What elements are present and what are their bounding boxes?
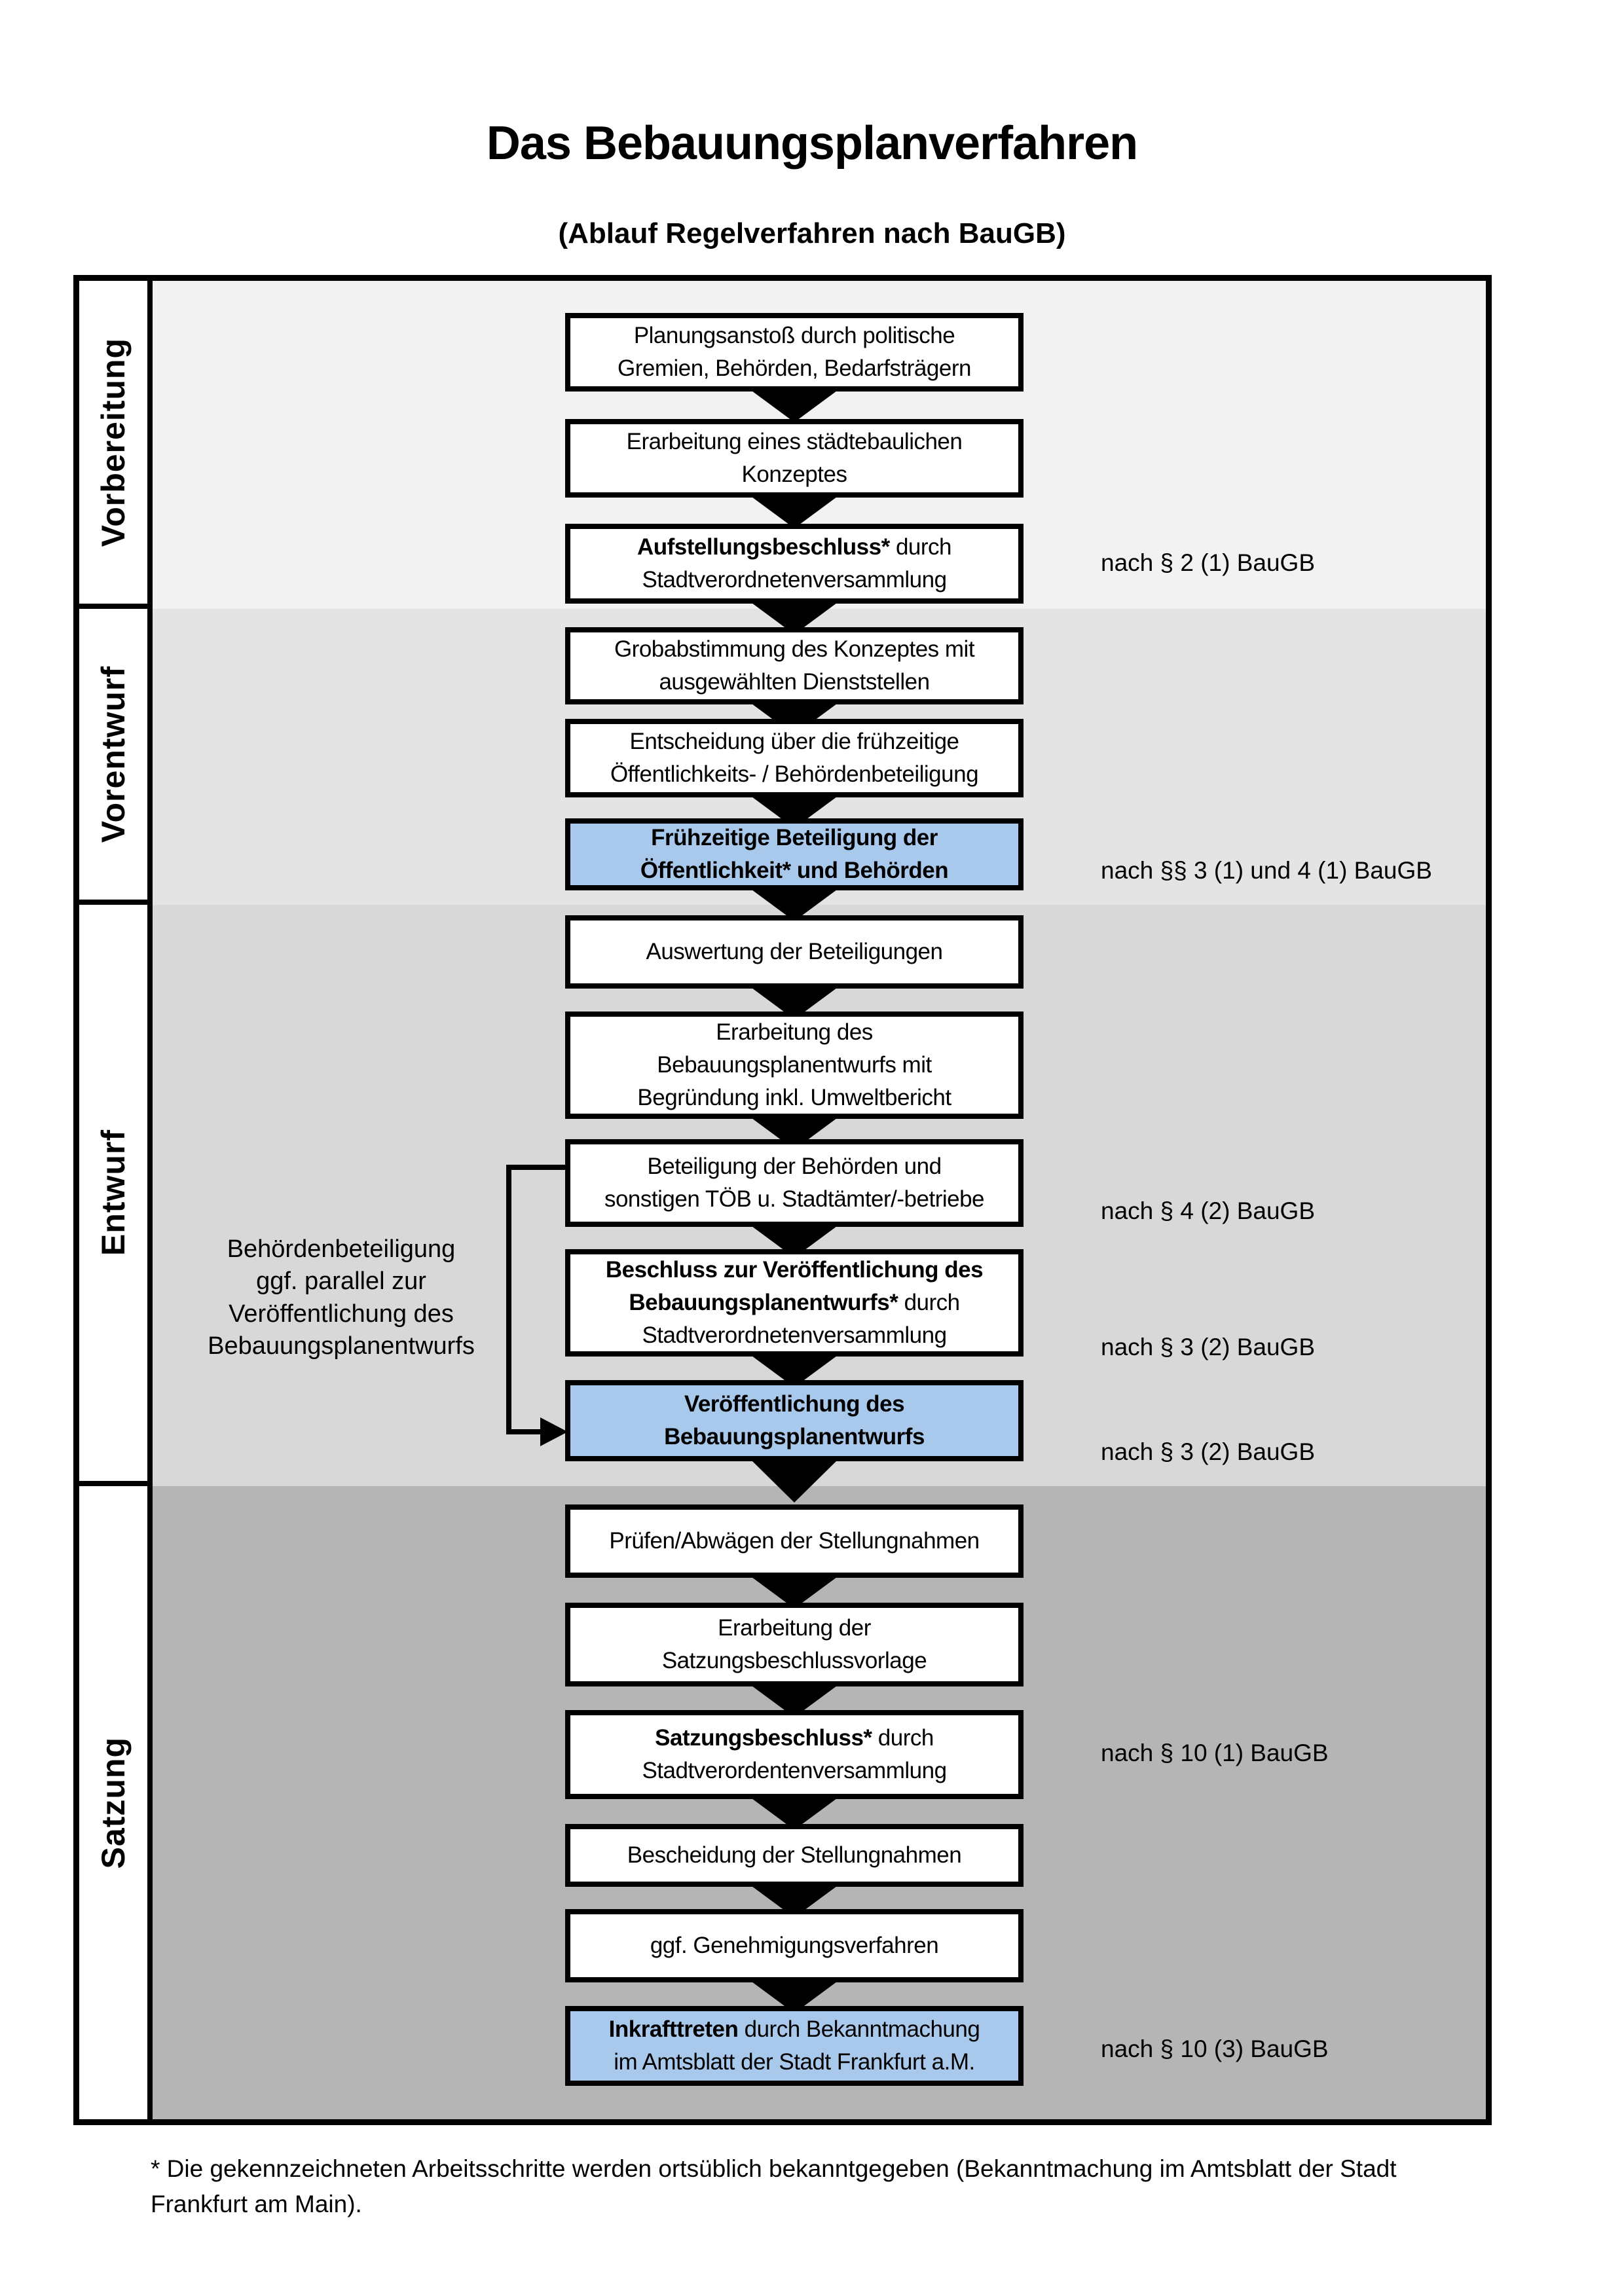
bracket-line-vertical <box>506 1165 511 1434</box>
step-genehmigungsverfahren: ggf. Genehmigungsverfahren <box>565 1909 1024 1982</box>
step-text: Erarbeitung der Satzungsbeschlussvorlage <box>661 1615 927 1673</box>
phase-label-vorentwurf: Vorentwurf <box>95 665 132 843</box>
law-ref-inkrafttreten: nach § 10 (3) BauGB <box>1101 2035 1329 2062</box>
page-title: Das Bebauungsplanverfahren <box>486 117 1138 170</box>
law-ref-aufstellungsbeschluss: nach § 2 (1) BauGB <box>1101 549 1316 576</box>
page-subtitle: (Ablauf Regelverfahren nach BauGB) <box>558 217 1066 249</box>
step-aufstellungsbeschluss: Aufstellungsbeschluss* durch Stadtverord… <box>565 524 1024 604</box>
law-ref-veroeffentlichung: nach § 3 (2) BauGB <box>1101 1438 1316 1465</box>
step-staedtebauliches-konzept: Erarbeitung eines städtebaulichen Konzep… <box>565 419 1024 498</box>
step-satzungsbeschluss: Satzungsbeschluss* durch Stadtverordente… <box>565 1710 1024 1799</box>
step-pruefen-abwaegen: Prüfen/Abwägen der Stellungnahmen <box>565 1504 1024 1578</box>
phase-label-entwurf: Entwurf <box>95 1129 132 1256</box>
step-text: Auswertung der Beteiligungen <box>646 939 943 965</box>
step-text: Entscheidung über die frühzeitige Öffent… <box>610 729 979 787</box>
phase-label-satzung: Satzung <box>95 1736 132 1869</box>
step-text: Erarbeitung eines städtebaulichen Konzep… <box>626 429 963 487</box>
phase-cell-vorbereitung: Vorbereitung <box>79 281 153 609</box>
step-text: Aufstellungsbeschluss* durch Stadtverord… <box>637 534 952 592</box>
step-grobabstimmung: Grobabstimmung des Konzeptes mit ausgewä… <box>565 627 1024 704</box>
step-beteiligung-behoerden: Beteiligung der Behörden und sonstigen T… <box>565 1139 1024 1227</box>
step-text: Satzungsbeschluss* durch Stadtverordente… <box>642 1725 947 1783</box>
step-text: Veröffentlichung des Bebauungsplanentwur… <box>664 1391 925 1449</box>
step-text: Beschluss zur Veröffentlichung des Bebau… <box>605 1257 984 1348</box>
step-fruehzeitige-beteiligung: Frühzeitige Beteiligung der Öffentlichke… <box>565 818 1024 890</box>
step-text: Grobabstimmung des Konzeptes mit ausgewä… <box>614 636 975 695</box>
footnote: * Die gekennzeichneten Arbeitsschritte w… <box>151 2155 1397 2217</box>
step-veroeffentlichung: Veröffentlichung des Bebauungsplanentwur… <box>565 1380 1024 1461</box>
law-ref-fruehzeitige-beteiligung: nach §§ 3 (1) und 4 (1) BauGB <box>1101 857 1432 884</box>
step-planungsanstoss: Planungsanstoß durch politische Gremien,… <box>565 313 1024 392</box>
step-entscheidung-beteiligung: Entscheidung über die frühzeitige Öffent… <box>565 719 1024 797</box>
phase-cell-vorentwurf: Vorentwurf <box>79 609 153 905</box>
step-auswertung: Auswertung der Beteiligungen <box>565 915 1024 989</box>
phase-label-vorbereitung: Vorbereitung <box>95 337 132 547</box>
step-text: ggf. Genehmigungsverfahren <box>650 1933 939 1959</box>
law-ref-satzungsbeschluss: nach § 10 (1) BauGB <box>1101 1740 1329 1766</box>
down-arrow-icon <box>752 391 837 422</box>
step-text: Bescheidung der Stellungnahmen <box>627 1842 962 1868</box>
phase-cell-satzung: Satzung <box>79 1486 153 2119</box>
bracket-line-top <box>506 1165 570 1170</box>
step-inkrafttreten: Inkrafttreten durch Bekanntmachung im Am… <box>565 2006 1024 2086</box>
step-text: Erarbeitung des Bebauungsplanentwurfs mi… <box>637 1019 951 1110</box>
side-note-behoerdenbeteiligung: Behördenbeteiligung ggf. parallel zur Ve… <box>208 1235 475 1360</box>
step-text: Beteiligung der Behörden und sonstigen T… <box>604 1154 985 1212</box>
down-arrow-icon <box>752 1461 837 1503</box>
step-satzungsbeschlussvorlage: Erarbeitung der Satzungsbeschlussvorlage <box>565 1603 1024 1686</box>
bracket-arrowhead-icon <box>540 1417 568 1446</box>
law-ref-beteiligung-behoerden: nach § 4 (2) BauGB <box>1101 1197 1316 1224</box>
step-beschluss-veroeffentlichung: Beschluss zur Veröffentlichung des Bebau… <box>565 1249 1024 1357</box>
step-bescheidung: Bescheidung der Stellungnahmen <box>565 1824 1024 1887</box>
phase-cell-entwurf: Entwurf <box>79 905 153 1486</box>
step-text: Prüfen/Abwägen der Stellungnahmen <box>609 1528 980 1554</box>
step-text: Frühzeitige Beteiligung der Öffentlichke… <box>640 825 949 883</box>
step-erarbeitung-entwurf: Erarbeitung des Bebauungsplanentwurfs mi… <box>565 1011 1024 1119</box>
bracket-line-bottom <box>506 1429 545 1434</box>
step-text: Inkrafttreten durch Bekanntmachung im Am… <box>608 2016 980 2075</box>
flowchart-frame: Vorbereitung Vorentwurf Entwurf Satzung … <box>73 275 1492 2125</box>
down-arrow-icon <box>752 497 837 528</box>
step-text: Planungsanstoß durch politische Gremien,… <box>618 323 971 381</box>
law-ref-beschluss-veroeffentlichung: nach § 3 (2) BauGB <box>1101 1334 1316 1360</box>
